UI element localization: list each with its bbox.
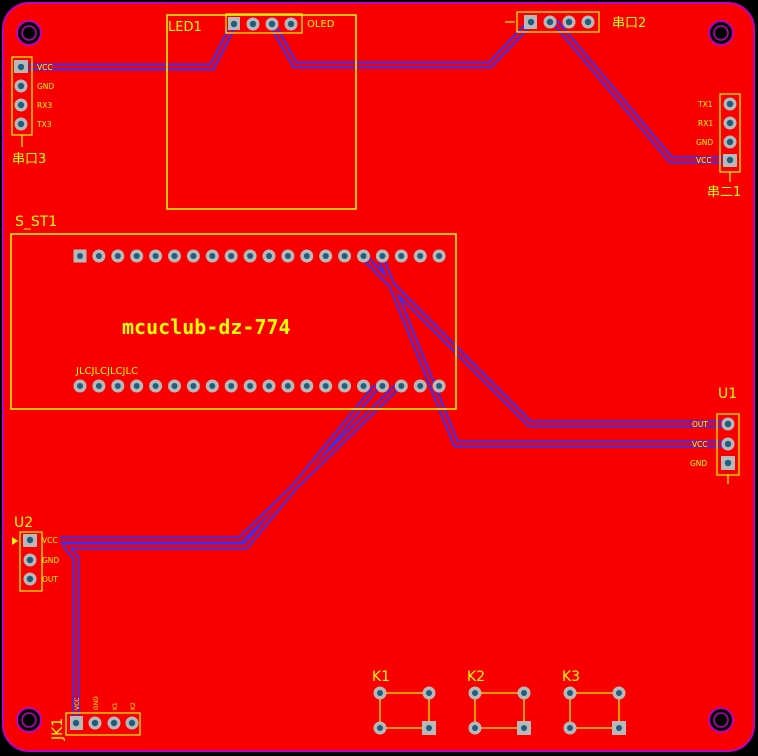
mcu-bottom-pin-row [73,379,446,393]
mcu-pad-hole [398,383,405,389]
jk1-pin-label: GND [93,696,100,710]
s-st1-ref: S_ST1 [15,214,57,230]
uart1-pin-label: RX1 [698,119,713,128]
u1-header: U1 OUT VCC GND [690,386,740,484]
mcu-pad-hole [322,253,329,259]
u1-pin-label: VCC [692,440,708,449]
led1-ref: LED1 [168,20,202,35]
mcu-pad-hole [379,253,386,259]
u2-pin-label: GND [42,556,59,565]
uart3-ref: 串口3 [12,152,46,167]
uart3-pin-label: RX3 [37,101,52,110]
mounting-holes [16,20,734,733]
jk1-pin-label: K2 [130,702,137,710]
uart1-header: TX1 RX1 GND VCC 串二1 [696,93,741,200]
mcu-top-pin-row [73,249,446,263]
mcu-pad-hole [284,253,291,259]
uart3-pin-label: VCC [37,63,53,72]
jk1-pin-label: K1 [112,702,119,710]
jk1-header: JK1 VCC GND K1 K2 [50,696,141,741]
mcu-pad-hole [436,383,443,389]
mcu-pad-hole [360,253,367,259]
u2-pin-label: VCC [42,536,58,545]
uart2-header: 串口2 [505,11,646,33]
led1-oled-module: LED1 OLED [166,13,357,210]
u1-ref: U1 [718,386,737,402]
mcu-pad-hole [152,383,159,389]
mcu-pad-hole [228,253,235,259]
jk1-ref: JK1 [50,718,66,741]
mcu-pad-hole [190,253,197,259]
k1-ref: K1 [372,669,390,685]
mcu-pad-hole [436,253,443,259]
k2-ref: K2 [467,669,485,685]
mcu-pad-hole [303,253,310,259]
mcu-pad-hole [133,253,140,259]
mcu-pad-hole [341,253,348,259]
mcu-pad-hole [190,383,197,389]
mcu-pad-hole [114,253,121,259]
s-st1-module: S_ST1 mcuclub-dz-774 JLCJLCJLCJLC [10,214,457,410]
mcu-pad-hole [379,383,386,389]
mcu-pad-hole [95,253,102,259]
mcu-pad-hole [247,253,254,259]
mcu-pad-hole [209,253,216,259]
mcu-pad-hole [133,383,140,389]
u2-header: U2 VCC GND OUT [12,515,59,592]
u2-ref: U2 [14,515,33,531]
uart2-ref: 串口2 [612,16,646,31]
mcu-pad-hole [209,383,216,389]
u1-pin-label: GND [690,459,707,468]
u2-pin-label: OUT [42,575,58,584]
mcu-pad-hole [247,383,254,389]
mcu-pad-hole [152,253,159,259]
mcu-pad-hole [77,383,83,389]
oled-label: OLED [307,19,335,30]
board-title: mcuclub-dz-774 [122,315,291,339]
jlc-marker: JLCJLCJLCJLC [75,366,138,377]
mcu-pad-hole [341,383,348,389]
mcu-pad-hole [284,383,291,389]
mcu-pad-hole [228,383,235,389]
mcu-pad-hole [266,253,272,259]
traces [20,19,729,721]
uart1-pin-label: TX1 [697,100,713,109]
switch-k3: K3 [562,669,626,735]
mcu-pad-hole [417,383,424,389]
switch-k2: K2 [467,669,531,735]
jk1-pin-label: VCC [74,698,81,710]
mcu-pad-hole [171,253,178,259]
uart3-pin-label: TX3 [36,120,52,129]
k3-ref: K3 [562,669,580,685]
switch-k1: K1 [372,669,436,735]
mcu-pad-hole [114,383,121,389]
mcu-pad-hole [398,253,405,259]
uart1-pin-label: VCC [696,156,712,165]
mcu-pad-hole [171,383,178,389]
uart3-header: VCC GND RX3 TX3 串口3 [11,56,54,167]
u1-pin-label: OUT [692,420,708,429]
mcu-pad-hole [77,253,83,259]
mcu-pad-hole [360,383,367,389]
mcu-pad-hole [322,383,329,389]
mcu-pad-hole [303,383,310,389]
mcu-pad-hole [417,253,424,259]
mcu-pad-hole [95,383,102,389]
uart3-pin-label: GND [37,82,54,91]
uart1-pin-label: GND [696,138,713,147]
uart1-ref: 串二1 [707,185,741,200]
mcu-pad-hole [266,383,272,389]
